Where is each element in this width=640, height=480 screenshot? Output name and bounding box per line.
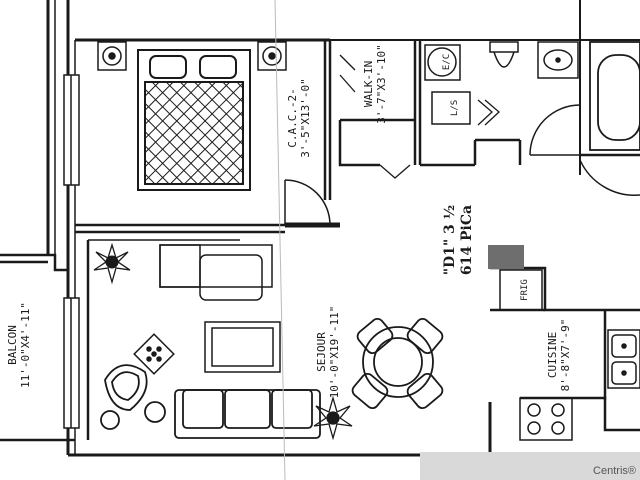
watermark: Centris®	[593, 465, 636, 477]
sofa	[174, 389, 321, 439]
pantry-block	[488, 245, 524, 269]
balcony-dims: 11'-0"X4'-11"	[19, 302, 32, 388]
living-label: SEJOUR 10'-0"X19'-11"	[315, 306, 341, 399]
living-name: SEJOUR	[315, 332, 328, 372]
side-table	[133, 333, 175, 375]
kitchen-label: CUISINE 8'-8"X7'-9"	[546, 319, 572, 392]
walk-in-walls	[338, 40, 522, 167]
bedroom-dims: 3'-5"X13'-0"	[299, 78, 312, 157]
laundry-box	[431, 91, 471, 125]
walk-in-door	[339, 54, 356, 93]
toilet	[489, 41, 519, 68]
living-dims: 10'-0"X19'-11"	[328, 306, 341, 399]
balcony-label: BALCON 11'-0"X4'-11"	[6, 302, 32, 388]
sink	[537, 41, 579, 79]
living-walls	[86, 239, 240, 440]
balcony-name: BALCON	[6, 325, 19, 365]
closet-doors	[379, 99, 500, 179]
window-lower	[63, 297, 80, 429]
stove	[519, 397, 573, 441]
laundry-label: L/S	[450, 100, 460, 116]
bathtub	[589, 41, 640, 151]
plant-icon	[93, 242, 131, 285]
scan-shadow	[420, 452, 640, 480]
dining-table	[351, 317, 444, 410]
fridge-label: FRIG	[520, 279, 530, 301]
bedroom-door	[284, 179, 331, 226]
armchair	[100, 364, 166, 430]
nightstand-right	[257, 41, 287, 71]
chair-table	[159, 244, 273, 301]
bedroom-label: C.A.C.-2- 3'-5"X13'-0"	[286, 78, 312, 157]
plant-icon	[313, 395, 353, 441]
window-upper	[63, 74, 80, 186]
bed	[137, 49, 251, 191]
bedroom-walls	[75, 40, 340, 234]
coffee-table	[204, 321, 281, 373]
kitchen-sink	[607, 329, 640, 389]
nightstand-left	[97, 41, 127, 71]
fridge	[499, 269, 543, 311]
walk-in-name: WALK-IN	[362, 61, 375, 107]
walk-in-label: WALK-IN 3'-7"X3'-10"	[362, 44, 388, 123]
walk-in-dims: 3'-7"X3'-10"	[375, 44, 388, 123]
bathroom-door	[529, 104, 640, 196]
kitchen-dims: 8'-8"X7'-9"	[559, 319, 572, 392]
paper-fold	[274, 0, 286, 480]
kitchen-name: CUISINE	[546, 332, 559, 378]
unit-area: 614 PiCa	[459, 205, 475, 275]
water-heater	[424, 44, 461, 81]
bedroom-name: C.A.C.-2-	[286, 88, 299, 148]
balcony-outline	[0, 253, 75, 442]
unit-label: "D1" 3 ½ 614 PiCa	[442, 205, 475, 276]
unit-type: "D1" 3 ½	[442, 205, 458, 276]
water-heater-label: E/C	[442, 54, 452, 70]
